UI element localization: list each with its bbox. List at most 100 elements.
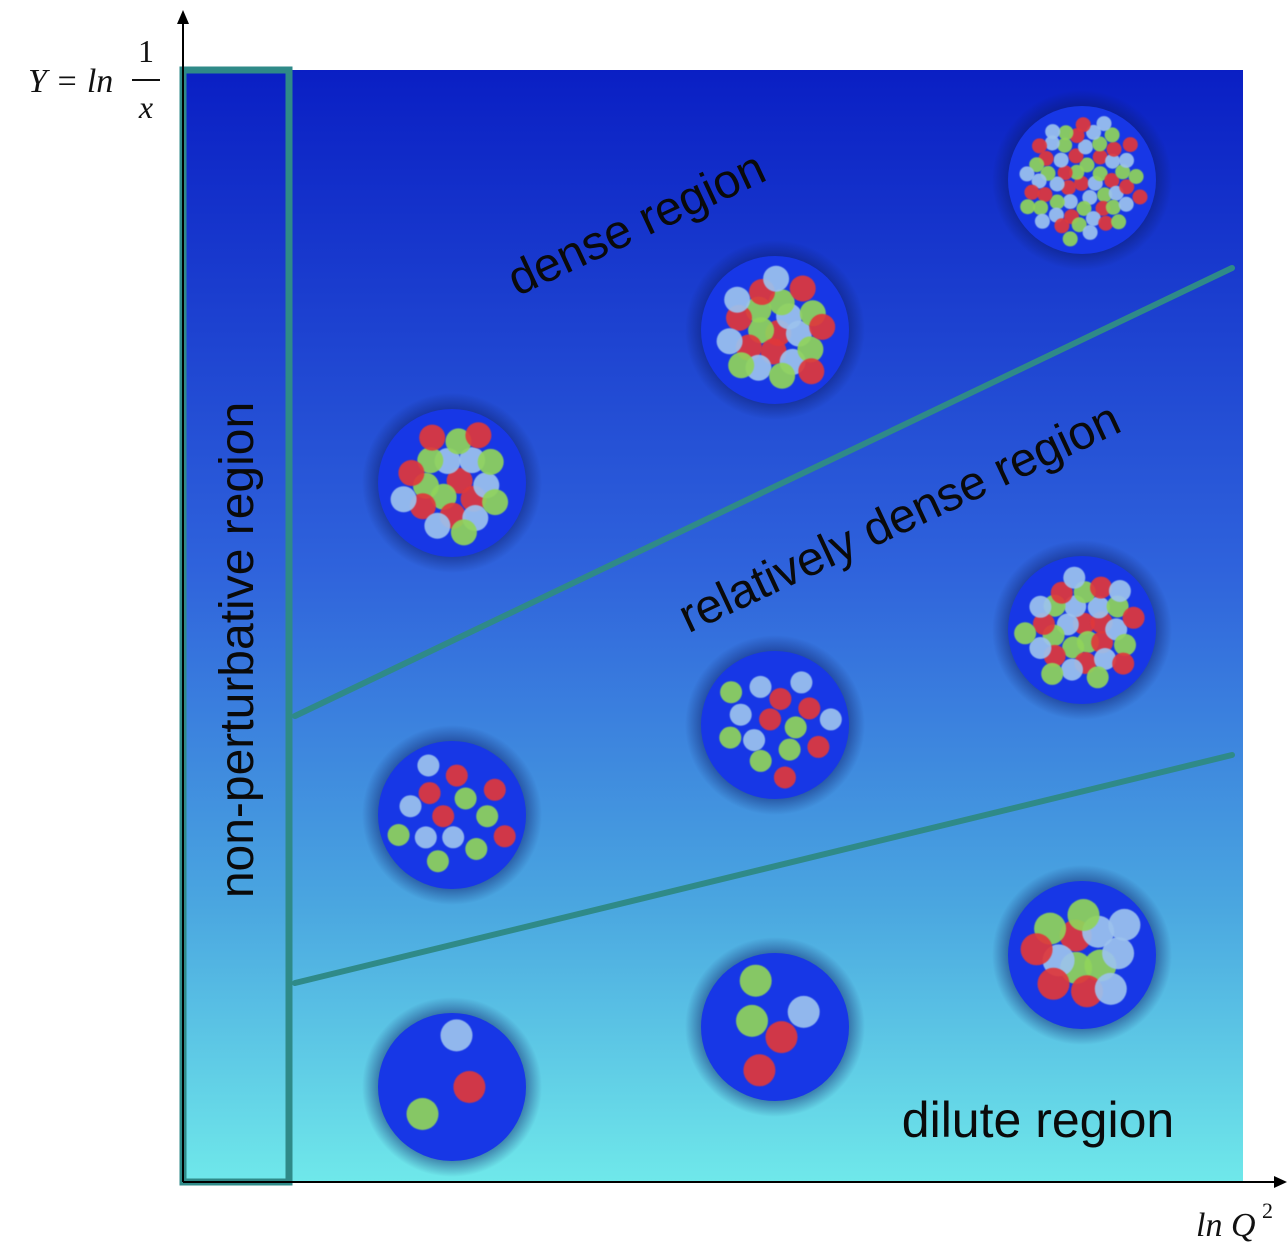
parton-lightblue [1034,213,1050,229]
parton-lightblue [1082,224,1098,240]
parton-lightblue [729,703,752,726]
parton-green [719,726,742,749]
parton-lightblue [724,286,751,313]
parton-green [728,352,755,379]
parton-lightblue [417,754,440,777]
parton-red [809,313,836,340]
parton-green [454,787,477,810]
parton-green [1079,157,1095,173]
non-perturbative-region-label: non-perturbative region [211,402,264,898]
parton-red [483,778,506,801]
parton-red [1132,189,1148,205]
x-axis-label-superscript: 2 [1262,1198,1273,1223]
parton-red [769,688,792,710]
parton-lightblue [1019,166,1035,182]
parton-lightblue [819,708,842,731]
parton-blob [362,725,542,905]
parton-red [1075,117,1091,133]
parton-blob [362,997,542,1177]
parton-green [784,716,807,739]
y-axis-label: Y = ln 1 x [28,33,160,125]
parton-red [465,422,492,449]
parton-red [1060,180,1076,196]
parton-lightblue [787,995,820,1028]
parton-lightblue [1108,580,1131,602]
parton-green [1104,127,1120,143]
parton-red [1092,149,1108,165]
parton-lightblue [1085,211,1101,227]
parton-lightblue [1102,937,1135,970]
parton-red [432,805,455,828]
parton-green [1020,199,1036,215]
parton-green [1076,201,1092,216]
parton-green [1092,136,1108,152]
parton-blobs [362,90,1172,1177]
parton-lightblue [1082,190,1098,205]
parton-green [476,805,499,828]
parton-red [807,735,830,758]
parton-lightblue [1087,596,1110,619]
y-axis-label-denominator: x [138,89,153,125]
parton-green [778,738,801,761]
parton-red [773,766,796,789]
parton-green [387,824,410,846]
parton-green [1041,662,1064,685]
parton-green [1097,187,1113,203]
parton-red [418,782,441,805]
parton-green [406,1098,439,1130]
parton-red [798,697,821,720]
parton-red [1032,612,1055,635]
parton-red [1098,215,1114,231]
parton-green [739,964,772,997]
x-axis-label-base: ln Q [1196,1207,1256,1244]
parton-lightblue [1094,648,1116,670]
y-axis-label-numerator: 1 [138,33,154,69]
parton-blob [685,937,865,1117]
parton-lightblue [1096,116,1112,132]
parton-lightblue [1063,566,1086,589]
parton-lightblue [790,671,813,694]
y-axis-label-prefix: Y = ln [28,63,113,100]
parton-green [445,428,472,455]
parton-green [1058,125,1074,141]
x-axis-arrow-icon [1274,1176,1287,1188]
parton-blob [992,540,1172,720]
parton-green [426,850,449,873]
parton-red [759,708,782,731]
parton-red [1091,631,1114,654]
parton-red [1104,173,1120,188]
y-axis [177,10,189,1182]
parton-green [1033,200,1049,216]
parton-green [1049,194,1065,210]
parton-green [1086,666,1109,689]
parton-lightblue [1118,196,1134,212]
parton-red [1020,933,1053,966]
parton-lightblue [440,1019,473,1052]
parton-green [1062,636,1085,659]
parton-blob [992,865,1172,1045]
parton-green [417,447,444,474]
parton-lightblue [1031,173,1047,189]
parton-green [1092,166,1108,182]
parton-lightblue [1053,152,1069,168]
parton-lightblue [414,826,437,849]
parton-lightblue [716,328,743,355]
parton-blob [362,393,542,573]
parton-lightblue [1105,153,1121,169]
dilute-region-label: dilute region [902,1092,1174,1148]
parton-blob [992,90,1172,270]
dense-boundary-line [292,265,1235,719]
parton-red [1112,652,1135,675]
parton-green [477,448,504,475]
parton-lightblue [1029,637,1052,659]
x-axis [183,1176,1287,1188]
parton-green [769,362,796,389]
parton-red [493,825,516,848]
parton-blob [685,635,865,815]
parton-lightblue [1094,972,1127,1005]
parton-lightblue [399,795,422,818]
parton-green [1111,214,1127,230]
parton-green [1067,899,1100,931]
parton-green [1014,622,1037,645]
